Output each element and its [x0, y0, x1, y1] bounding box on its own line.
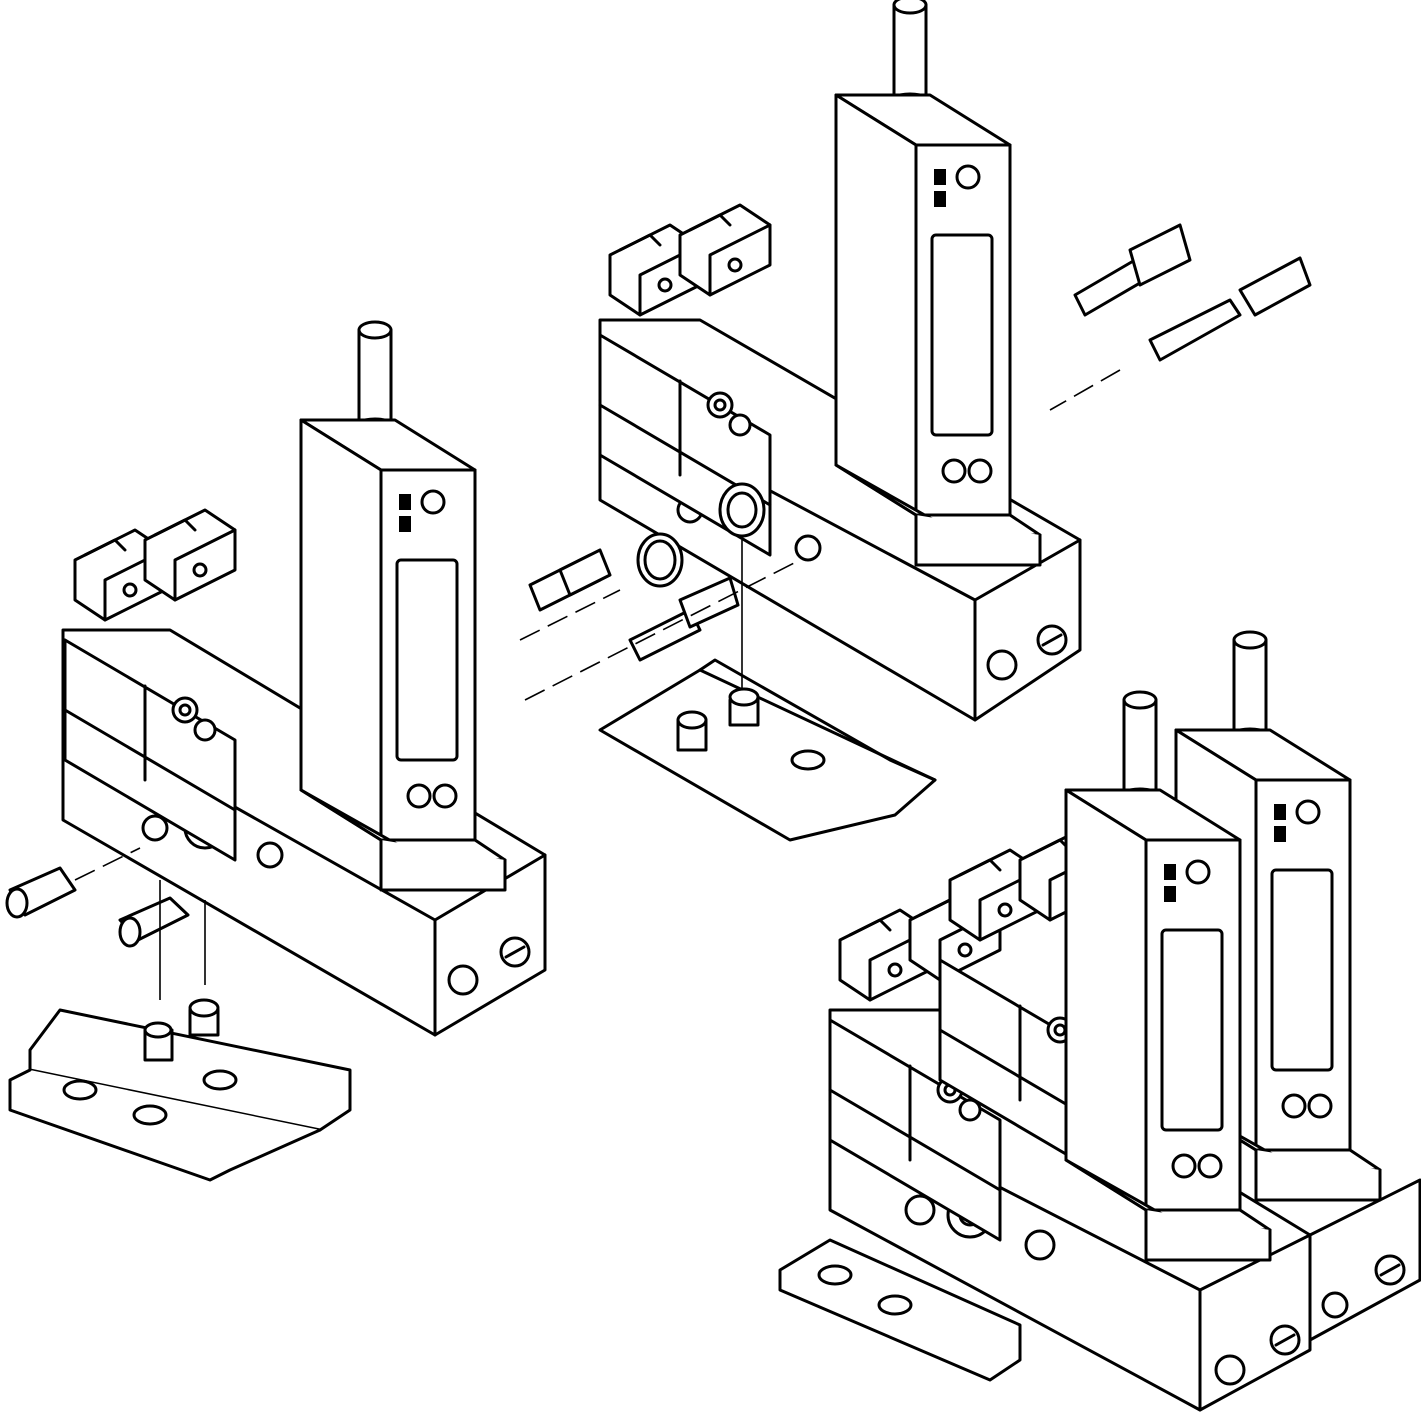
- pressure-regulator-left: [299, 320, 507, 892]
- mounting-bracket-icon: [8, 1008, 352, 1182]
- plug-fitting-icon: [628, 608, 702, 662]
- pressure-regulator-top-right: [834, 0, 1042, 567]
- plug-fitting-icon: [1238, 256, 1312, 317]
- assembly-top-right: [519, 0, 1312, 842]
- assembly-left: [5, 320, 547, 1182]
- assembly-bottom-right: [778, 630, 1421, 1412]
- mounting-bracket-icon: [598, 668, 937, 842]
